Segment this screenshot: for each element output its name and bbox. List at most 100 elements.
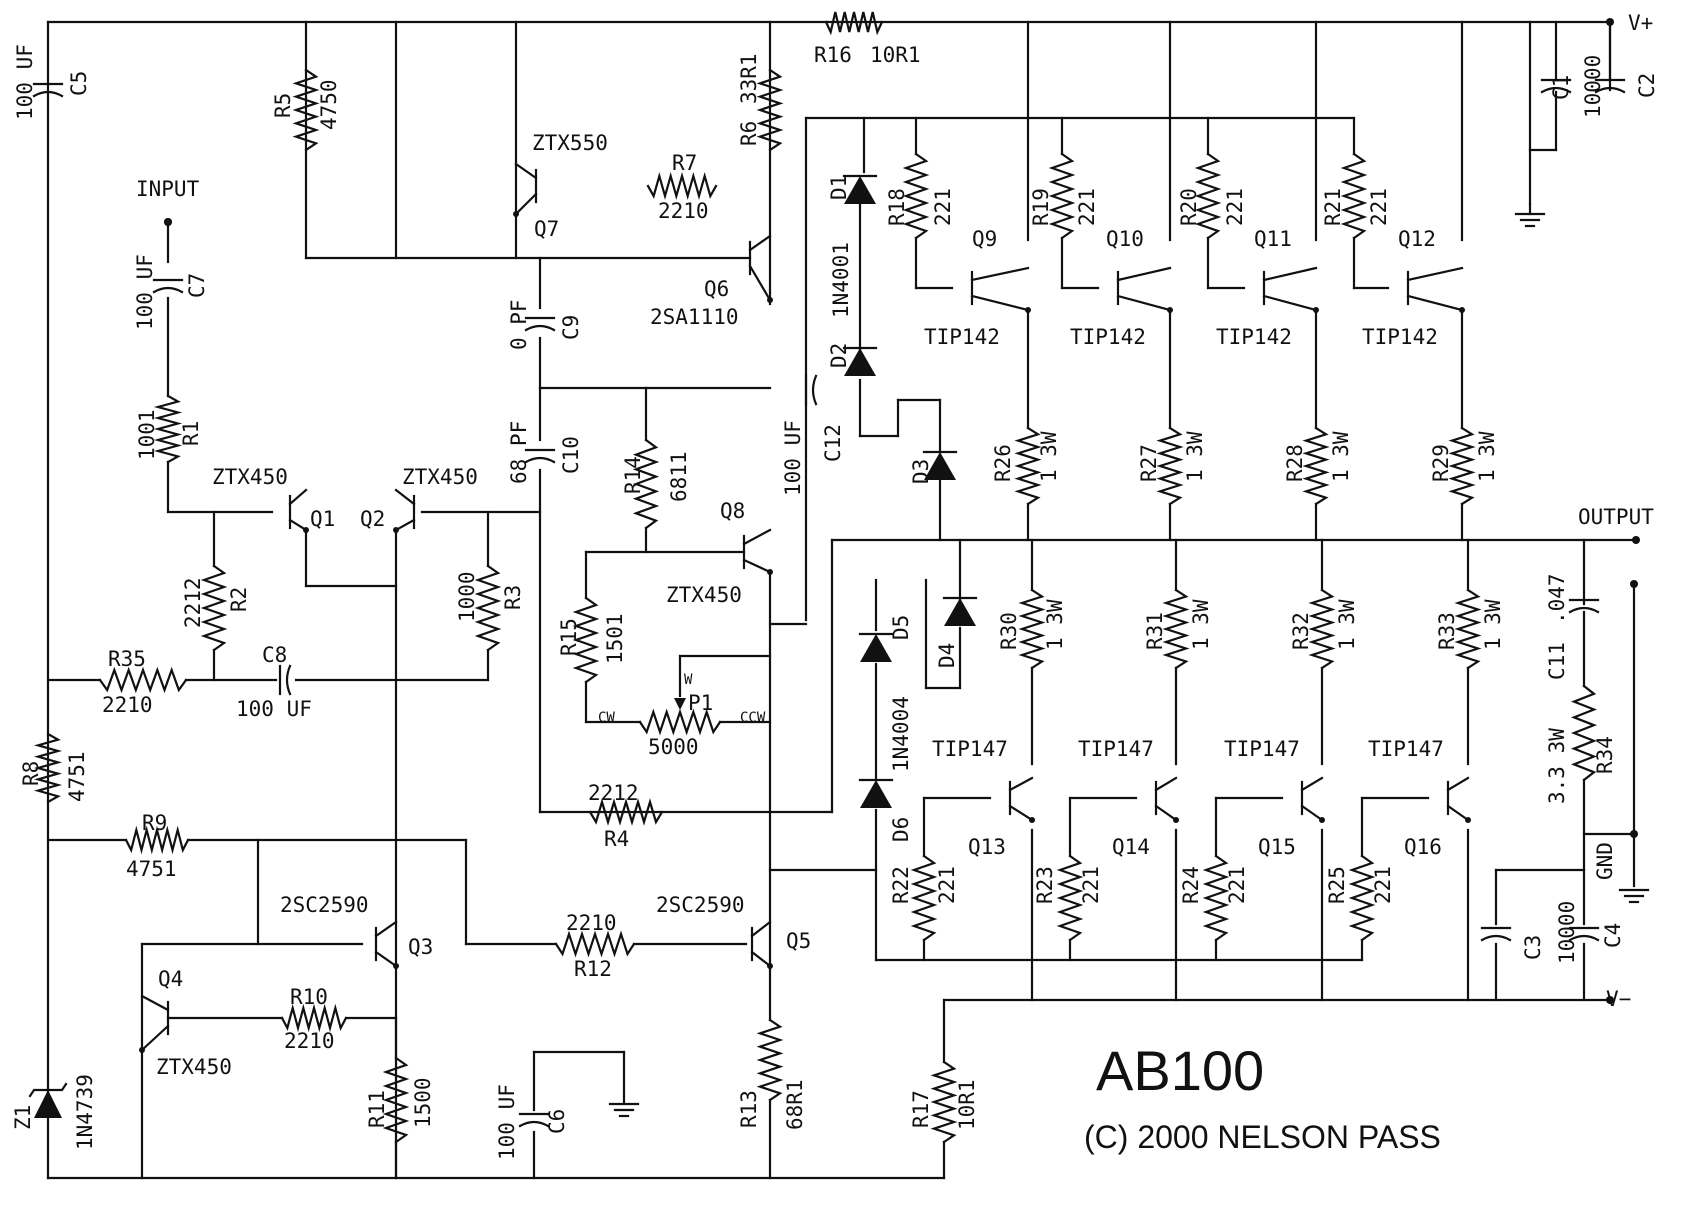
lead (750, 950, 772, 968)
r9-value: 4751 (126, 857, 177, 881)
d5-ref: D5 (889, 615, 913, 640)
q9-symbol (970, 266, 1031, 313)
r19-value: 221 (1075, 188, 1099, 226)
r20-value: 221 (1223, 188, 1247, 226)
q7-part: ZTX550 (532, 131, 608, 155)
q4-symbol (139, 994, 170, 1053)
c2-symbol (1594, 78, 1626, 94)
resistor-zigzag (572, 596, 600, 684)
lead (394, 488, 416, 506)
q2-ref: Q2 (360, 507, 385, 531)
c6-symbol (518, 1112, 550, 1128)
copyright-text: (C) 2000 NELSON PASS (1084, 1119, 1441, 1155)
r16-ref: R16 (814, 43, 852, 67)
r6-ref: R6 (737, 121, 761, 146)
r21-symbol (1340, 152, 1368, 240)
c11-ref: C11 (1545, 642, 1569, 680)
lead (1300, 804, 1324, 822)
resistor-zigzag (1156, 426, 1184, 506)
resistor-zigzag (1570, 684, 1598, 782)
r9-symbol (124, 825, 190, 855)
r35-ref: R35 (108, 647, 146, 671)
emitter-dot (393, 963, 399, 969)
resistor-zigzag (292, 68, 320, 152)
c5-symbol (32, 82, 64, 98)
c3-ref: C3 (1521, 935, 1545, 960)
resistor-zigzag (554, 930, 636, 958)
q11-part: TIP142 (1216, 325, 1292, 349)
lead (970, 266, 1030, 282)
r33-ref: R33 (1435, 612, 1459, 650)
q6-ref: Q6 (704, 277, 729, 301)
q5-part: 2SC2590 (656, 893, 745, 917)
c10-ref: C10 (559, 436, 583, 474)
lead (1446, 776, 1470, 792)
r16-value: 10R1 (870, 43, 921, 67)
emitter-dot (1313, 307, 1319, 313)
r28-value: 1 3W (1329, 431, 1353, 482)
r29-symbol (1448, 426, 1476, 506)
r10-symbol (280, 1003, 348, 1033)
ground-c6 (608, 1102, 640, 1118)
junction-dot (1630, 580, 1638, 588)
diode-triangle (924, 452, 956, 480)
q2-symbol (393, 488, 416, 533)
emitter-dot (1167, 307, 1173, 313)
r22-ref: R22 (889, 866, 913, 904)
q10-part: TIP142 (1070, 325, 1146, 349)
resistor-zigzag (1340, 152, 1368, 240)
d4-symbol (942, 596, 978, 626)
q15-part: TIP147 (1224, 737, 1300, 761)
d2-symbol (842, 346, 878, 376)
q16-part: TIP147 (1368, 737, 1444, 761)
c12-ref: C12 (821, 424, 845, 462)
r14-value: 6811 (667, 451, 691, 502)
c12-value: 100 UF (781, 420, 805, 496)
r27-value: 1 3W (1183, 431, 1207, 482)
junction-dot (1632, 536, 1640, 544)
diode-triangle (860, 780, 892, 808)
resistor-zigzag (382, 1056, 410, 1144)
r24-symbol (1202, 854, 1230, 942)
diagram-title: AB100 (1096, 1039, 1264, 1102)
p1-value: 5000 (648, 735, 699, 759)
d1-ref: D1 (827, 175, 851, 200)
resistor-zigzag (1454, 588, 1482, 670)
r3-value: 1000 (455, 571, 479, 622)
emitter-dot (1459, 307, 1465, 313)
emitter-dot (393, 527, 399, 533)
r21-value: 221 (1367, 188, 1391, 226)
q2-part: ZTX450 (402, 465, 478, 489)
r14-symbol (632, 438, 660, 530)
c8-symbol (278, 664, 292, 696)
resistor-zigzag (124, 825, 190, 855)
p1-ccw-label: CCW (740, 710, 766, 726)
q11-symbol (1262, 266, 1319, 313)
r20-symbol (1194, 152, 1222, 240)
resistor-zigzag (588, 798, 664, 826)
lead (1154, 804, 1178, 822)
z1-symbol (28, 1082, 68, 1118)
r2-ref: R2 (227, 587, 251, 612)
q11-ref: Q11 (1254, 227, 1292, 251)
gnd-label: GND (1593, 842, 1617, 880)
r26-ref: R26 (991, 444, 1015, 482)
q9-part: TIP142 (924, 325, 1000, 349)
resistor-zigzag (474, 564, 502, 652)
r31-ref: R31 (1143, 612, 1167, 650)
resistor-zigzag (1448, 426, 1476, 506)
resistor-zigzag (1308, 588, 1336, 670)
r3-ref: R3 (501, 585, 525, 610)
lead (1116, 294, 1172, 312)
r19-symbol (1048, 152, 1076, 240)
q3-symbol (374, 920, 399, 969)
r34-ref: R34 (1593, 736, 1617, 774)
resistor-zigzag (1162, 588, 1190, 670)
r32-ref: R32 (1289, 612, 1313, 650)
r12-symbol (554, 930, 636, 958)
q1-ref: Q1 (310, 507, 335, 531)
r26-symbol (1014, 426, 1042, 506)
r14-ref: R14 (621, 456, 645, 494)
lead (514, 162, 538, 180)
